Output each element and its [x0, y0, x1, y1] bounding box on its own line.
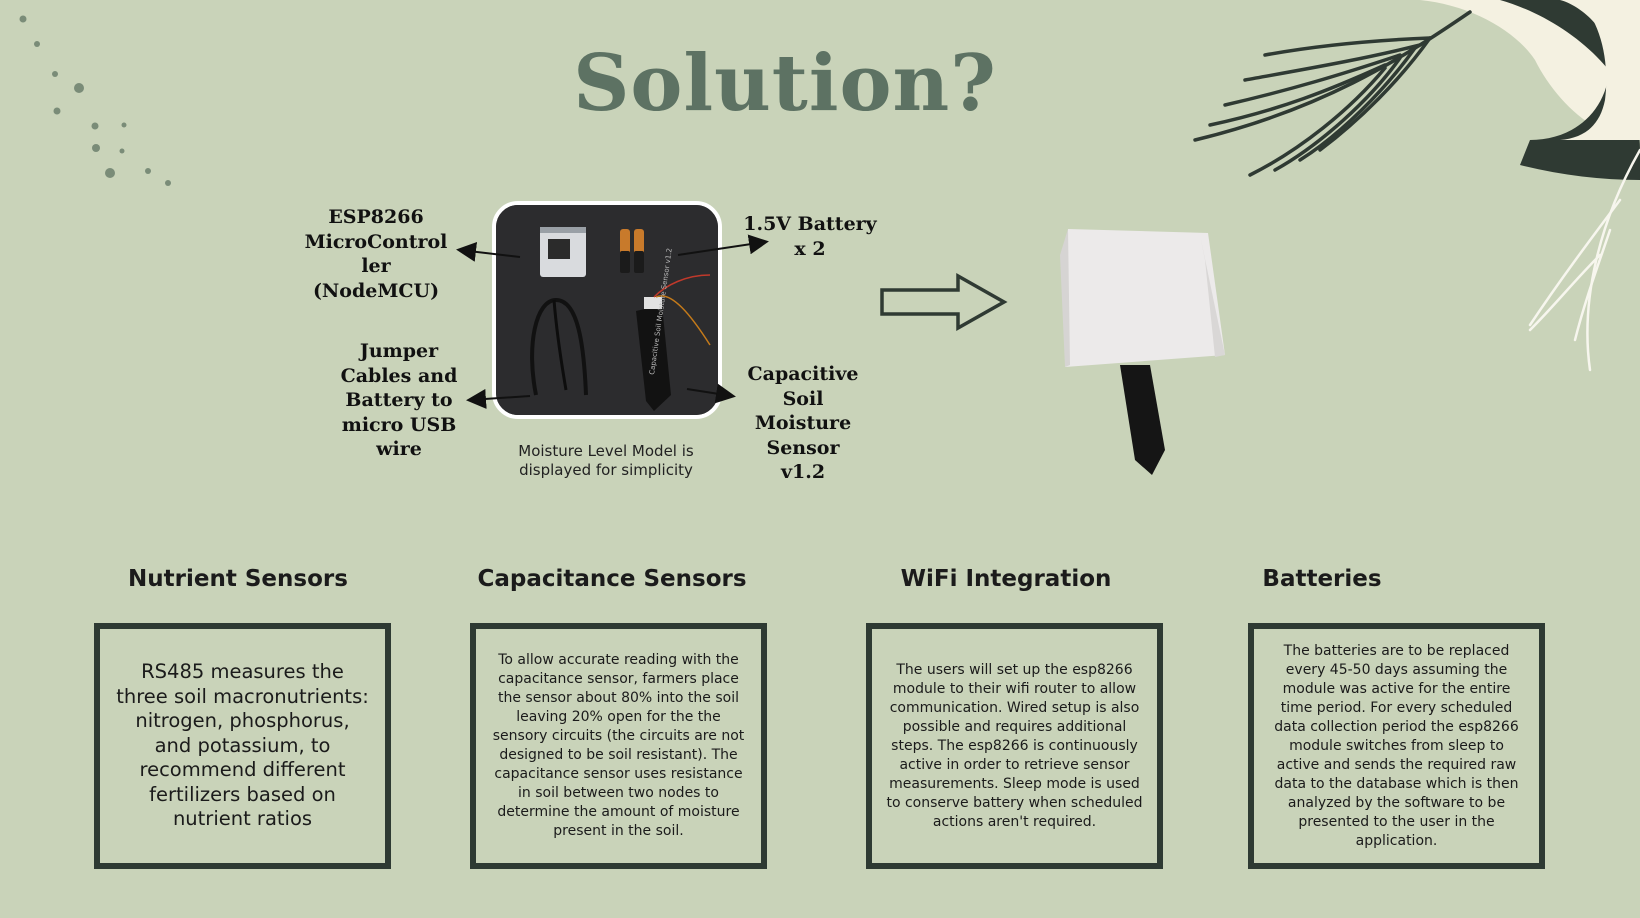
- card-batteries: The batteries are to be replaced every 4…: [1248, 623, 1545, 869]
- card-wifi-integration: The users will set up the esp8266 module…: [866, 623, 1163, 869]
- card-nutrient-sensors: RS485 measures the three soil macronutri…: [94, 623, 391, 869]
- label-capacitive: Capacitive Soil Moisture Sensor v1.2: [747, 363, 859, 483]
- label-esp8266: ESP8266 MicroControl ler (NodeMCU): [304, 206, 448, 302]
- card-nutrient-sensors-text: RS485 measures the three soil macronutri…: [116, 660, 369, 831]
- dots-decoration: [19, 15, 171, 186]
- card-wifi-integration-text: The users will set up the esp8266 module…: [886, 661, 1143, 830]
- heading-batteries: Batteries: [1262, 566, 1382, 592]
- sensor-device-icon: [1060, 229, 1225, 475]
- heading-wifi-integration: WiFi Integration: [900, 566, 1112, 592]
- card-capacitance-sensors-text: To allow accurate reading with the capac…: [492, 652, 745, 839]
- card-capacitance-sensors: To allow accurate reading with the capac…: [470, 623, 767, 869]
- page-title: Solution?: [573, 38, 997, 129]
- photo-caption: Moisture Level Model is displayed for si…: [518, 442, 694, 479]
- leaf-branch-icon: [1193, 0, 1640, 372]
- annotation-arrows: [456, 234, 769, 409]
- components-photo: Capacitive Soil Moisture Sensor v1.2: [492, 201, 722, 419]
- heading-nutrient-sensors: Nutrient Sensors: [128, 566, 348, 592]
- arrow-right-outline-icon: [880, 273, 1008, 331]
- heading-capacitance-sensors: Capacitance Sensors: [477, 566, 747, 592]
- label-jumper: Jumper Cables and Battery to micro USB w…: [340, 340, 458, 460]
- card-batteries-text: The batteries are to be replaced every 4…: [1274, 642, 1519, 849]
- label-battery: 1.5V Battery x 2: [743, 213, 877, 260]
